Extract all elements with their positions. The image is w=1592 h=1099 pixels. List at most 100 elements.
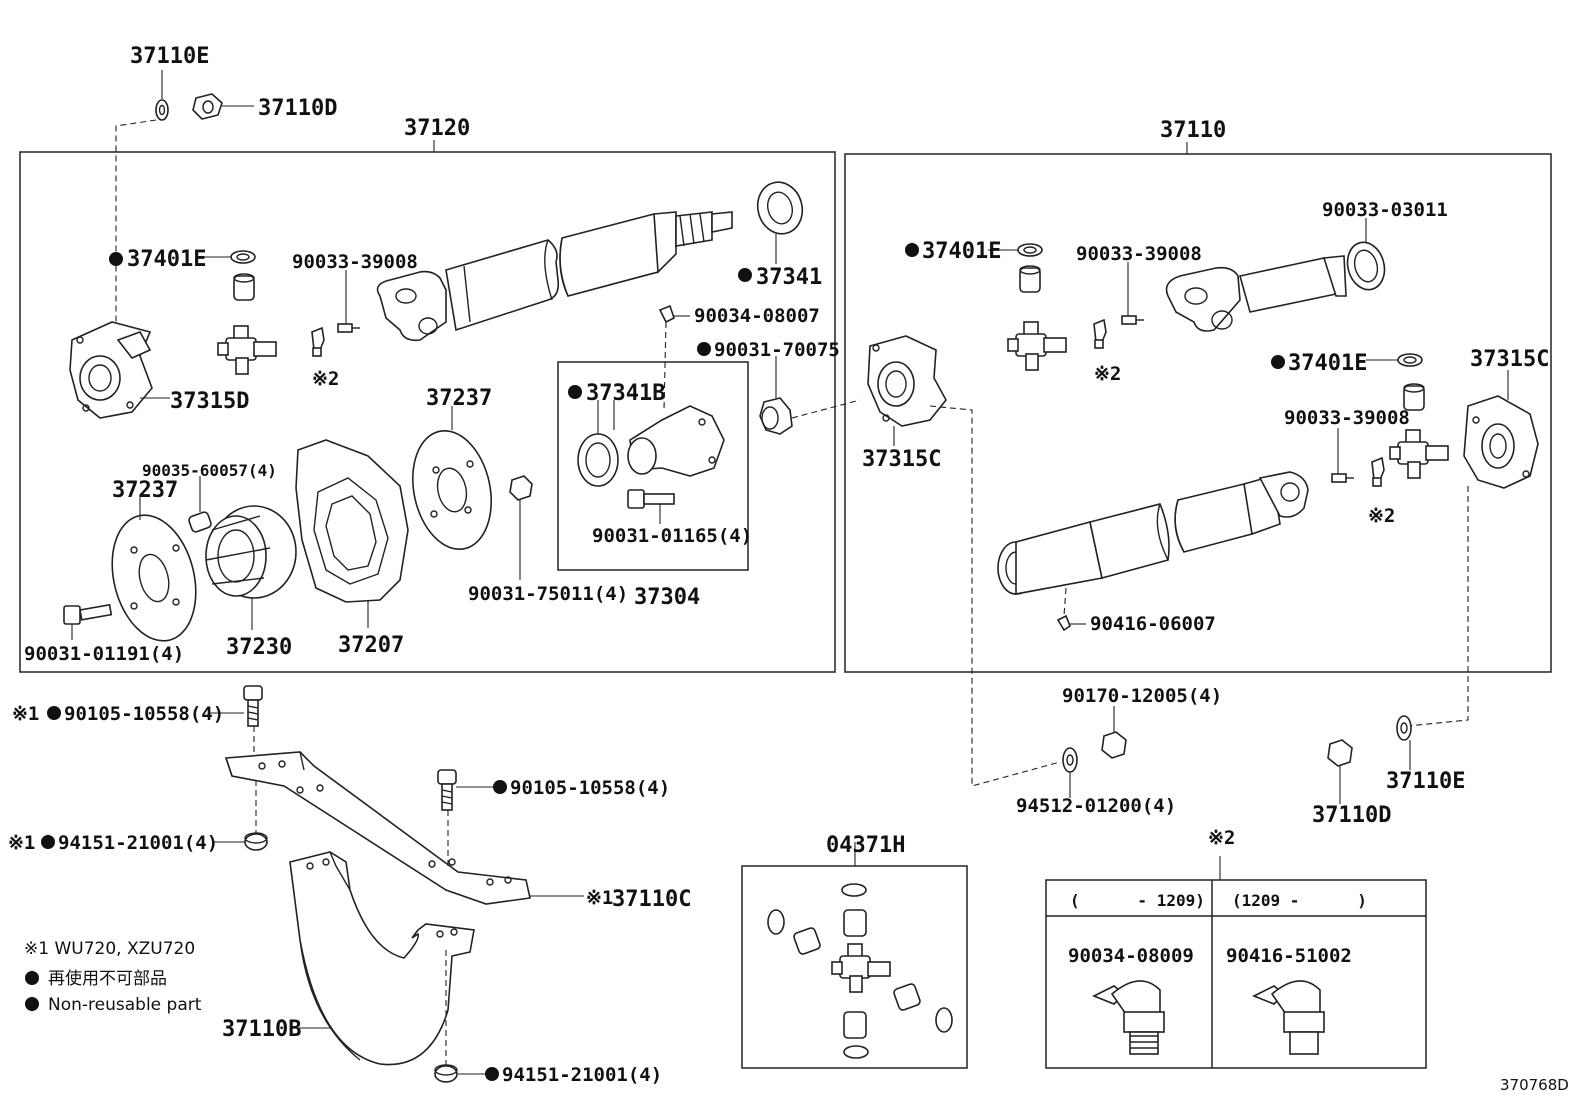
label-94151-21001-a: 94151-21001(4) xyxy=(58,832,218,854)
propeller-shaft-37110-upper xyxy=(1165,255,1347,332)
snap-ring-37401e-right2 xyxy=(1397,353,1423,367)
washer-37110e-top xyxy=(155,99,169,121)
grease-fitting-90416-06007 xyxy=(1056,614,1071,632)
label-37304: 37304 xyxy=(634,585,700,610)
bearing-ring-37341b xyxy=(577,433,619,487)
snap-ring-37401e-right1 xyxy=(1017,243,1043,257)
nut-37110d-bottom xyxy=(1327,739,1353,767)
label-37341b: 37341B xyxy=(586,381,665,406)
legend-dot-1 xyxy=(25,971,39,985)
label-37401e-left: 37401E xyxy=(127,247,206,272)
u-bracket-37110b xyxy=(289,851,475,1066)
label-90170-12005: 90170-12005(4) xyxy=(1062,685,1222,707)
bolt-90105-10558-a xyxy=(243,685,263,727)
legend-line3: Non-reusable part xyxy=(48,995,202,1015)
label-note1-prefix-b: ※1 xyxy=(8,832,35,854)
seal-90033-03011 xyxy=(1346,241,1386,291)
label-37207: 37207 xyxy=(338,633,404,658)
grease-fitting-right2 xyxy=(1371,456,1385,487)
flange-yoke-37315c-right xyxy=(1463,395,1539,489)
grease-fitting-right1 xyxy=(1093,318,1107,349)
table-col2-part: 90416-51002 xyxy=(1226,945,1352,967)
reference-code: 370768D xyxy=(1500,1076,1569,1094)
label-note1-prefix-c: ※1 xyxy=(586,887,613,909)
bolt-90031-01165 xyxy=(627,489,675,509)
non-reusable-marker xyxy=(697,342,711,356)
label-37110d-bottom: 37110D xyxy=(1312,803,1391,828)
grease-fitting-90034-08007 xyxy=(658,304,675,324)
table-col1-header: ( - 1209) xyxy=(1070,891,1205,910)
non-reusable-marker xyxy=(568,385,582,399)
non-reusable-marker xyxy=(1271,355,1285,369)
non-reusable-marker xyxy=(493,780,507,794)
nut-90170-12005 xyxy=(1101,731,1127,759)
label-note2-c: ※2 xyxy=(1368,505,1395,527)
label-37110c: 37110C xyxy=(612,887,691,912)
bolt-90105-10558-b xyxy=(437,769,457,811)
grease-fitting-table xyxy=(1045,856,1427,1069)
label-37401e-right1: 37401E xyxy=(922,239,1001,264)
label-37401e-right2: 37401E xyxy=(1288,351,1367,376)
assembly-box-37304 xyxy=(557,361,749,571)
universal-joint-spider-right2 xyxy=(1389,429,1449,479)
non-reusable-marker xyxy=(738,268,752,282)
bolt-90033-39008-right2 xyxy=(1331,473,1354,483)
label-90031-01191: 90031-01191(4) xyxy=(24,643,184,665)
seal-37341 xyxy=(756,181,804,235)
nut-94151-21001-b xyxy=(434,1064,458,1083)
flange-37237-left xyxy=(111,514,197,642)
label-37110b: 37110B xyxy=(222,1017,301,1042)
label-37110e-top: 37110E xyxy=(130,44,209,69)
label-90033-39008-b: 90033-39008 xyxy=(1076,243,1202,265)
label-90033-03011: 90033-03011 xyxy=(1322,199,1448,221)
pin-90035-60057 xyxy=(188,511,212,533)
label-37315d: 37315D xyxy=(170,389,249,414)
yoke-37304 xyxy=(627,405,725,477)
bearing-cup-right1 xyxy=(1019,265,1041,293)
bearing-cushion-37207 xyxy=(295,439,409,603)
flange-yoke-37315d xyxy=(69,321,153,419)
label-90033-39008-a: 90033-39008 xyxy=(292,251,418,273)
label-94151-21001-b: 94151-21001(4) xyxy=(502,1064,662,1086)
label-90105-10558-a: 90105-10558(4) xyxy=(64,703,224,725)
label-90034-08007: 90034-08007 xyxy=(694,305,820,327)
table-col2-header: (1209 - ) xyxy=(1232,891,1367,910)
label-note2-a: ※2 xyxy=(312,368,339,390)
legend-line2: 再使用不可部品 xyxy=(48,968,167,989)
center-bearing-37230 xyxy=(205,505,297,599)
bearing-cup-right2 xyxy=(1403,383,1425,411)
bearing-cup-left xyxy=(233,273,255,301)
assembly-box-37120 xyxy=(19,151,836,673)
label-37110e-bottom: 37110E xyxy=(1386,769,1465,794)
label-37110d-top: 37110D xyxy=(258,96,337,121)
label-37315c-mid: 37315C xyxy=(862,447,941,472)
nut-94151-21001-a xyxy=(244,832,268,851)
non-reusable-marker xyxy=(47,706,61,720)
label-37237-right: 37237 xyxy=(426,386,492,411)
legend-line1: ※1 WU720, XZU720 xyxy=(24,939,195,959)
bracket-37110c xyxy=(224,751,531,905)
flange-37237-right xyxy=(411,429,493,551)
universal-joint-spider-left xyxy=(217,325,277,375)
label-note1-prefix-a: ※1 xyxy=(12,703,39,725)
non-reusable-marker xyxy=(41,835,55,849)
washer-37110e-bottom xyxy=(1396,715,1412,741)
label-04371h: 04371H xyxy=(826,833,905,858)
label-90416-06007: 90416-06007 xyxy=(1090,613,1216,635)
flange-yoke-37315c-mid xyxy=(867,335,947,427)
label-90031-01165: 90031-01165(4) xyxy=(592,525,752,547)
propeller-shaft-37110-lower xyxy=(997,471,1309,595)
bolt-90033-39008-right1 xyxy=(1121,315,1144,325)
label-90031-70075: 90031-70075 xyxy=(714,339,840,361)
nut-90031-75011 xyxy=(509,475,533,501)
non-reusable-marker xyxy=(905,243,919,257)
grease-fitting-left xyxy=(311,326,325,357)
snap-ring-37401e-left xyxy=(230,250,256,264)
label-94512-01200: 94512-01200(4) xyxy=(1016,795,1176,817)
washer-94512-01200 xyxy=(1062,747,1078,773)
legend-dot-2 xyxy=(25,997,39,1011)
kit-04371h-parts xyxy=(767,883,953,1059)
bolt-90033-39008-left xyxy=(337,323,360,333)
bolt-90031-01191 xyxy=(63,603,113,625)
